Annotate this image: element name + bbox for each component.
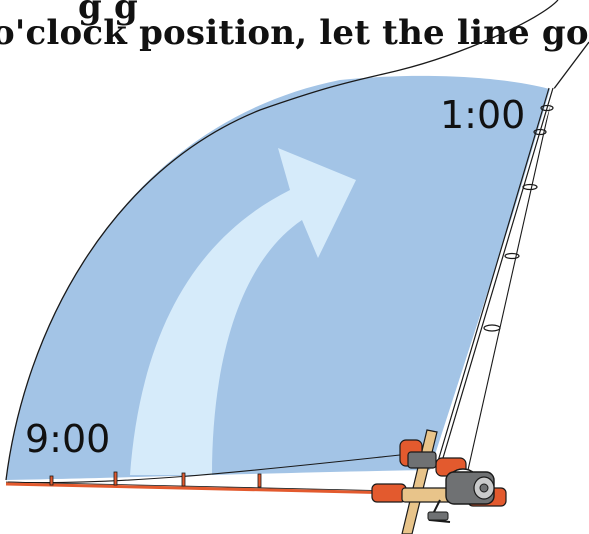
line-near-ground — [7, 454, 401, 484]
label-9-00: 9:00 — [25, 417, 110, 461]
caption-line-2: o'clock position, let the line go. — [0, 13, 589, 53]
caption-line-1: g g — [78, 0, 138, 27]
motion-arrow — [130, 148, 356, 475]
line-to-reel — [467, 91, 554, 471]
fishing-line-tip — [552, 41, 589, 91]
label-1-00: 1:00 — [440, 93, 525, 137]
fishing-line-path — [5, 0, 559, 481]
cast-sweep-area — [6, 75, 553, 481]
spinning-reel — [427, 468, 495, 523]
